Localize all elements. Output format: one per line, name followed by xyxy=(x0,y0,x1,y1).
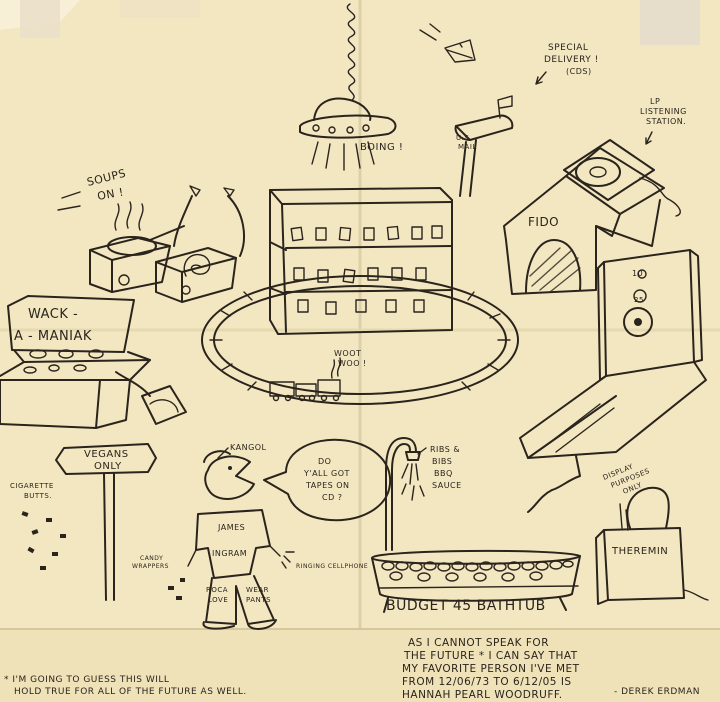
ufo-spring-sketch: BOING ! xyxy=(299,3,403,171)
message-line-3: MY FAVORITE PERSON I'VE MET xyxy=(402,663,580,675)
shirt-line-1: JAMES xyxy=(217,523,245,532)
vegans-line-2: ONLY xyxy=(94,461,122,472)
special-delivery-line-3: (CDS) xyxy=(566,67,592,76)
turntable-sketch: LP LISTENING STATION. xyxy=(563,97,687,217)
pants-right-line-2: PANTS xyxy=(246,596,271,604)
pants-right-line-1: WEAR xyxy=(246,586,269,594)
footnote-line-2: HOLD TRUE FOR ALL OF THE FUTURE AS WELL. xyxy=(14,687,247,697)
lp-station-line-2: LISTENING xyxy=(640,107,687,116)
skee-ball-sketch: 10 25 xyxy=(519,249,707,513)
message-line-4: FROM 12/06/73 TO 6/12/05 IS xyxy=(402,676,572,688)
bubble-line-4: CD ? xyxy=(322,493,343,502)
us-mail-line-1: U.S. xyxy=(456,134,472,142)
footnote-line-1: * I'M GOING TO GUESS THIS WILL xyxy=(4,675,169,685)
cellphone-label: RINGING CELLPHONE xyxy=(296,563,368,570)
boing-label: BOING ! xyxy=(360,142,403,153)
cigarette-line-1: CIGARETTE xyxy=(10,482,54,490)
mailbox-sketch: U.S. MAIL xyxy=(454,95,514,197)
ribs-line-4: SAUCE xyxy=(432,481,462,490)
dog-house-sketch: FIDO xyxy=(503,147,665,295)
special-delivery-line-2: DELIVERY ! xyxy=(544,55,599,65)
skee-ten-label: 10 xyxy=(632,269,643,278)
special-delivery-sketch: SPECIAL DELIVERY ! (CDS) xyxy=(419,23,599,85)
wack-line-2: A - MANIAK xyxy=(14,329,92,344)
signature: - DEREK ERDMAN xyxy=(614,687,700,697)
vegans-only-sign-sketch: VEGANS ONLY xyxy=(55,443,157,601)
ribs-line-2: BIBS xyxy=(432,457,452,466)
soups-on-line-2: ON ! xyxy=(96,185,125,202)
lp-station-line-3: STATION. xyxy=(646,117,686,126)
theremin-sketch: DISPLAY PURPOSES ONLY THEREMIN xyxy=(595,462,709,605)
pants-left-line-1: ROCA xyxy=(206,586,228,594)
message-line-2: THE FUTURE * I CAN SAY THAT xyxy=(403,650,578,662)
record-store-sketch xyxy=(269,187,453,335)
whack-a-maniak-sketch: WACK - A - MANIAK xyxy=(0,295,187,429)
bubble-line-1: DO xyxy=(318,457,331,466)
bathtub-sketch: RIBS & BIBS BBQ SAUCE BUDGET 45 BATHTUB xyxy=(371,437,581,614)
ribs-line-1: RIBS & xyxy=(430,445,460,454)
wack-line-1: WACK - xyxy=(28,307,78,322)
vegans-line-1: VEGANS xyxy=(84,449,129,460)
theremin-label: THEREMIN xyxy=(611,546,668,557)
woot-line-2: WOO ! xyxy=(338,359,367,368)
cigarette-line-2: BUTTS. xyxy=(24,492,52,500)
ribs-line-3: BBQ xyxy=(434,469,453,478)
train-track-sketch: WOOT WOO ! xyxy=(201,275,519,405)
message-line-5: HANNAH PEARL WOODRUFF. xyxy=(402,689,563,701)
special-delivery-line-1: SPECIAL xyxy=(548,43,588,53)
candy-line-2: WRAPPERS xyxy=(132,563,169,570)
fido-label: FIDO xyxy=(528,215,559,229)
lp-station-line-1: LP xyxy=(650,97,660,106)
woot-line-1: WOOT xyxy=(334,349,361,358)
person-sketch: KANGOL JAMES INGRAM ROCA LOVE WEAR PANTS… xyxy=(132,443,368,630)
bubble-line-2: Y'ALL GOT xyxy=(303,469,350,478)
shirt-line-2: INGRAM xyxy=(212,549,247,558)
speech-bubble-sketch: DO Y'ALL GOT TAPES ON CD ? xyxy=(263,438,392,522)
skee-twenty-five-label: 25 xyxy=(634,296,644,304)
bathtub-label: BUDGET 45 BATHTUB xyxy=(386,598,546,614)
bubble-line-3: TAPES ON xyxy=(305,481,350,490)
message-line-1: AS I CANNOT SPEAK FOR xyxy=(408,637,549,649)
kangol-label: KANGOL xyxy=(230,443,267,452)
pants-left-line-2: LOVE xyxy=(208,596,228,604)
hot-plates-sketch: SOUPS ON ! xyxy=(57,167,245,303)
us-mail-line-2: MAIL xyxy=(458,143,477,151)
candy-line-1: CANDY xyxy=(140,555,163,562)
cigarette-butts-sketch: CIGARETTE BUTTS. xyxy=(10,482,66,570)
